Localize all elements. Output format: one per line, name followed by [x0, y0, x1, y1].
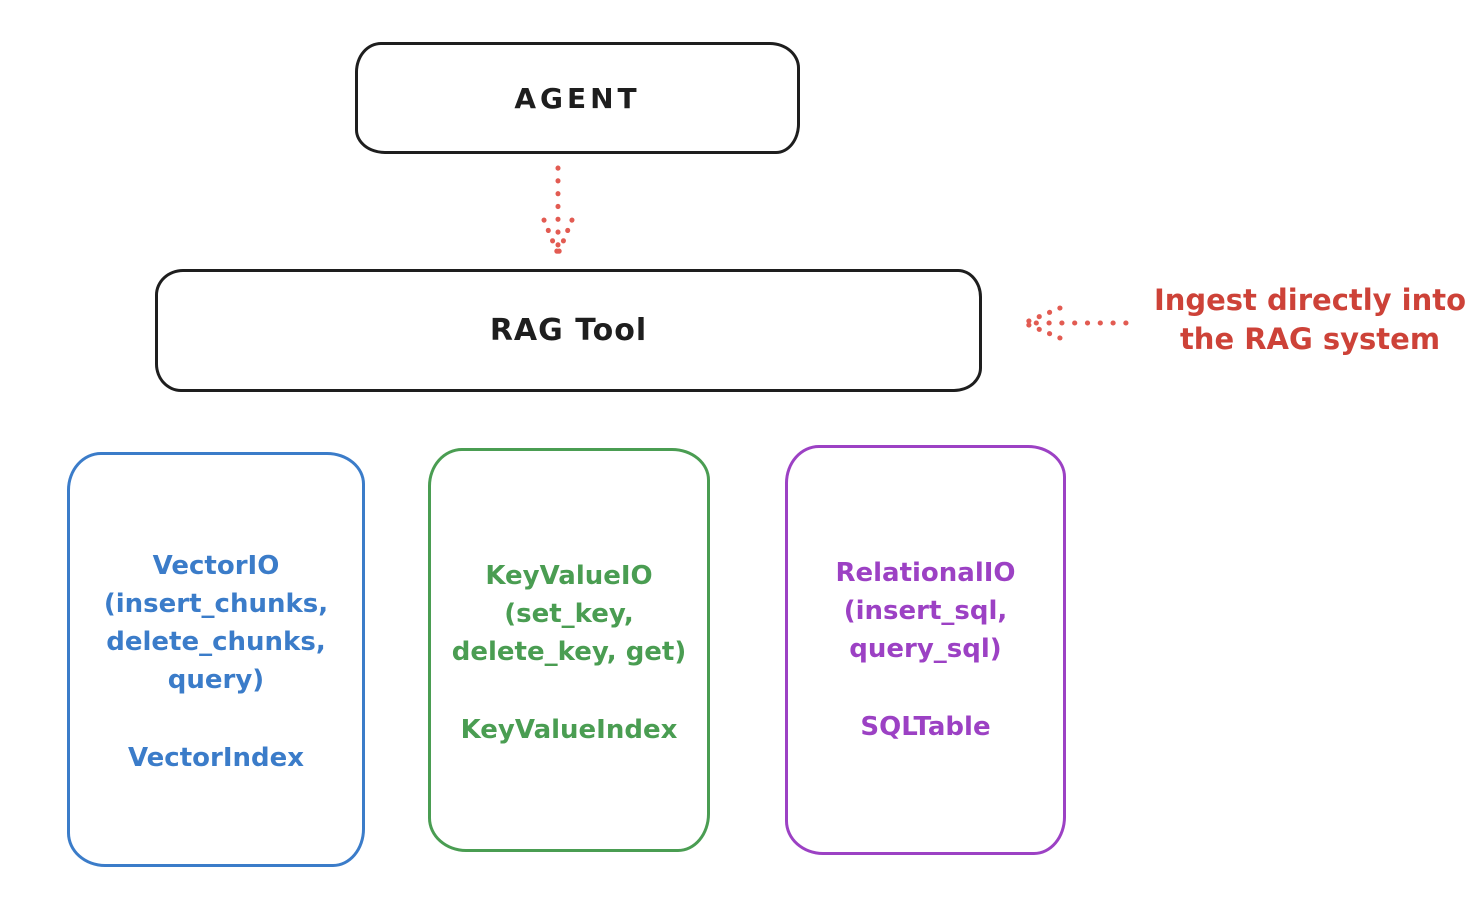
store-index-label: SQLTable [860, 712, 991, 742]
arrow-down-head-left [541, 217, 561, 257]
rag-tool-label: RAG Tool [489, 313, 648, 348]
line-gap [431, 671, 707, 711]
store-methods-line: query) [167, 665, 265, 695]
store-title: KeyValueIO [485, 561, 653, 591]
store-node-vectorio: VectorIO (insert_chunks, delete_chunks, … [67, 452, 365, 867]
arrow-left-head-top [1021, 305, 1063, 326]
ingest-annotation: Ingest directly into the RAG system [1138, 281, 1482, 359]
line-gap [788, 668, 1063, 708]
store-index-label: VectorIndex [127, 743, 305, 773]
store-methods-line: (insert_chunks, [103, 589, 329, 619]
store-text-vectorio: VectorIO (insert_chunks, delete_chunks, … [70, 547, 362, 777]
store-text-relationalio: RelationalIO (insert_sql, query_sql) SQL… [788, 554, 1063, 746]
store-methods-line: (set_key, [504, 599, 634, 629]
rag-tool-node: RAG Tool [155, 269, 982, 392]
store-node-keyvalueio: KeyValueIO (set_key, delete_key, get) Ke… [428, 448, 710, 852]
store-index-label: KeyValueIndex [460, 715, 678, 745]
store-methods-line: (insert_sql, [843, 596, 1008, 626]
arrow-left-head-bottom [1021, 320, 1063, 341]
store-methods-line: query_sql) [849, 634, 1002, 664]
ingest-annotation-line2: the RAG system [1179, 322, 1441, 356]
arrow-down-icon [541, 165, 575, 257]
agent-label: AGENT [514, 81, 641, 115]
store-methods-line: delete_chunks, [106, 627, 326, 657]
arrow-down-head-right [555, 217, 575, 257]
agent-node: AGENT [355, 42, 800, 154]
line-gap [70, 699, 362, 739]
store-methods-line: delete_key, get) [451, 637, 687, 667]
ingest-annotation-line1: Ingest directly into [1153, 283, 1467, 317]
store-node-relationalio: RelationalIO (insert_sql, query_sql) SQL… [785, 445, 1066, 855]
arrow-left-icon [1021, 305, 1129, 341]
store-title: RelationalIO [835, 558, 1016, 588]
store-title: VectorIO [152, 551, 280, 581]
store-text-keyvalueio: KeyValueIO (set_key, delete_key, get) Ke… [431, 557, 707, 749]
